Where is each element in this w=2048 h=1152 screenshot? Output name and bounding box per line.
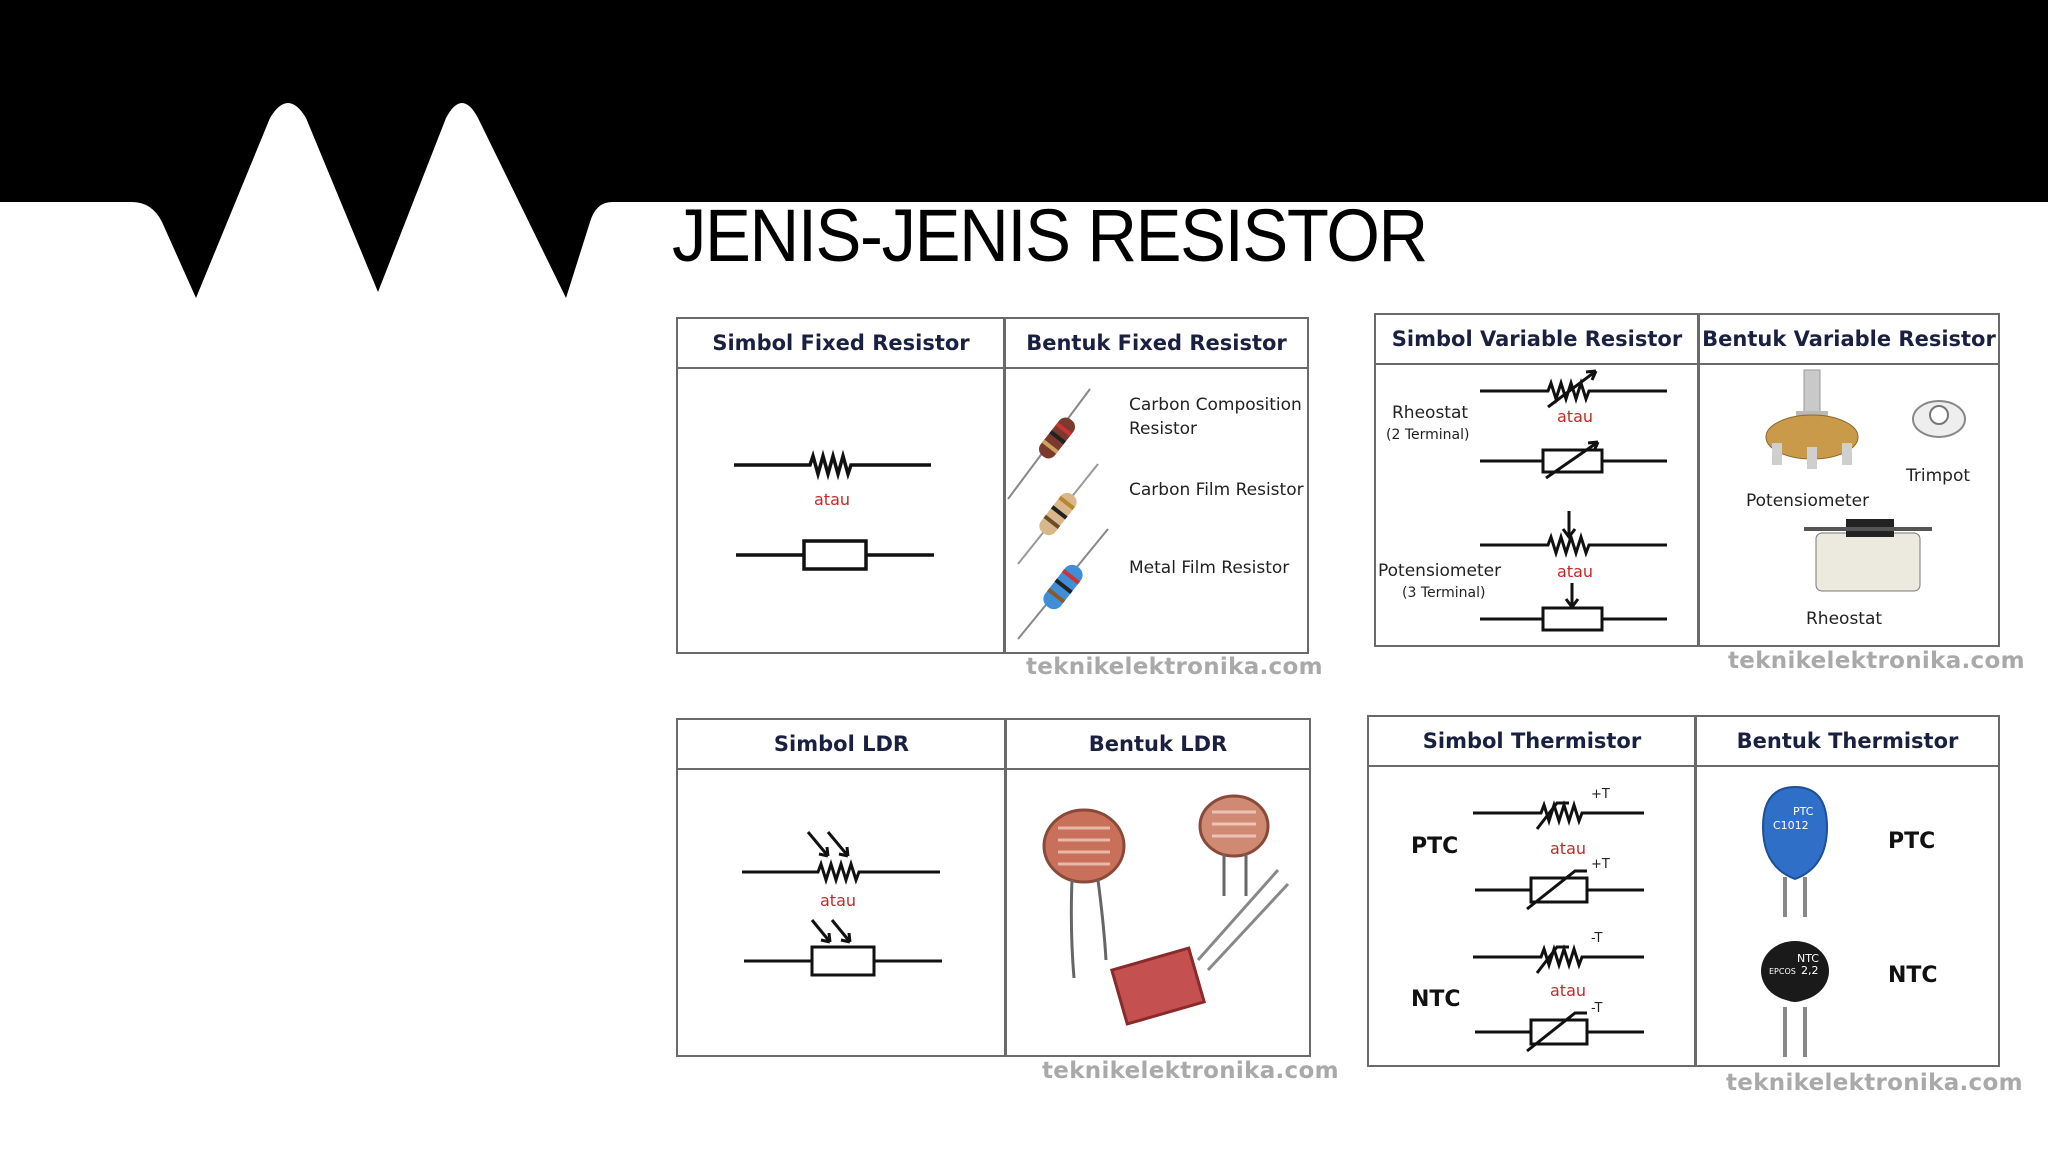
ldr-watermark: teknikelektronika.com xyxy=(1042,1058,1339,1084)
thermistor-symbol-header: Simbol Thermistor xyxy=(1369,717,1695,767)
ptc-symbol-label: PTC xyxy=(1411,834,1459,859)
black-band-peaks xyxy=(0,0,2048,298)
ldr-photo-1 xyxy=(1042,808,1126,979)
ntc-atau-label: atau xyxy=(1550,981,1587,1000)
variable-symbol-header: Simbol Variable Resistor xyxy=(1376,315,1698,365)
ldr-symbol-header: Simbol LDR xyxy=(678,720,1005,770)
ntc-cap-code: 2,2 xyxy=(1801,964,1819,977)
potensiometer-sub-label: (3 Terminal) xyxy=(1402,585,1486,601)
ptc-atau-label: atau xyxy=(1550,839,1587,858)
ntc-symbol-label: NTC xyxy=(1411,987,1461,1012)
variable-watermark: teknikelektronika.com xyxy=(1728,648,2025,674)
ldr-atau-label: atau xyxy=(820,891,857,910)
fixed-resistor-panel: Simbol Fixed Resistor Bentuk Fixed Resis… xyxy=(676,317,1309,654)
bentuk-potensiometer-label: Potensiometer xyxy=(1746,491,1870,511)
potensiometer-label: Potensiometer xyxy=(1378,561,1502,581)
ldr-shape-header: Bentuk LDR xyxy=(1005,720,1311,770)
carbon-composition-label: Carbon Composition xyxy=(1129,395,1302,415)
metal-film-resistor-image xyxy=(1017,528,1109,640)
rheostat-box-symbol xyxy=(1480,440,1667,480)
trimpot-image xyxy=(1912,400,1966,438)
ptc-zigzag-symbol xyxy=(1473,799,1644,830)
potensiometer-atau-label: atau xyxy=(1557,562,1594,581)
thermistor-panel: Simbol Thermistor Bentuk Thermistor xyxy=(1367,715,2000,1067)
fixed-atau-label: atau xyxy=(814,490,851,509)
fixed-zigzag-symbol xyxy=(734,449,931,481)
rheostat-atau-label: atau xyxy=(1557,407,1594,426)
slide-title: JENIS-JENIS RESISTOR xyxy=(672,194,1428,277)
ldr-box-symbol xyxy=(744,919,942,977)
panel-divider xyxy=(1004,720,1007,1055)
variable-shape-header: Bentuk Variable Resistor xyxy=(1698,315,2000,365)
ptc-plus-t-label-1: +T xyxy=(1591,787,1610,802)
ptc-cap-code: C1012 xyxy=(1773,819,1809,832)
fixed-drawing xyxy=(734,388,1109,640)
panel-divider xyxy=(1697,315,1700,645)
rheostat-image xyxy=(1804,519,1932,592)
carbon-film-label: Carbon Film Resistor xyxy=(1129,480,1304,500)
ntc-zigzag-symbol xyxy=(1473,943,1644,974)
fixed-box-symbol xyxy=(736,539,934,571)
ldr-photo-2 xyxy=(1198,794,1270,896)
rheostat-zigzag-symbol xyxy=(1480,369,1667,409)
variable-drawing xyxy=(1480,369,1966,632)
thermistor-watermark: teknikelektronika.com xyxy=(1726,1070,2023,1096)
potensiometer-image xyxy=(1765,369,1859,469)
ntc-cap-text: NTC xyxy=(1797,952,1819,965)
potensiometer-zigzag-symbol xyxy=(1480,511,1667,559)
variable-resistor-panel: Simbol Variable Resistor Bentuk Variable… xyxy=(1374,313,2000,647)
carbon-composition-resistor-image xyxy=(1007,388,1091,500)
ldr-photo-3 xyxy=(1109,869,1290,1026)
ldr-panel: Simbol LDR Bentuk LDR atau xyxy=(676,718,1311,1057)
ntc-thermistor-image xyxy=(1761,941,1829,1057)
ntc-minus-t-label-1: -T xyxy=(1591,931,1603,946)
ntc-shape-label: NTC xyxy=(1888,963,1938,988)
potensiometer-box-symbol xyxy=(1480,583,1667,632)
bentuk-trimpot-label: Trimpot xyxy=(1906,466,1971,486)
bentuk-rheostat-label: Rheostat xyxy=(1806,609,1883,629)
ptc-box-symbol xyxy=(1475,869,1644,911)
carbon-composition-label-line2: Resistor xyxy=(1129,419,1197,439)
ldr-zigzag-symbol xyxy=(742,831,940,886)
panel-divider xyxy=(1003,319,1006,652)
ptc-cap-text: PTC xyxy=(1793,805,1814,818)
ntc-minus-t-label-2: -T xyxy=(1591,1001,1603,1016)
panel-divider xyxy=(1694,717,1697,1065)
fixed-watermark: teknikelektronika.com xyxy=(1026,654,1323,680)
ptc-thermistor-image xyxy=(1761,785,1829,917)
rheostat-sub-label: (2 Terminal) xyxy=(1386,427,1470,443)
header-underline xyxy=(678,319,1307,369)
thermistor-shape-header: Bentuk Thermistor xyxy=(1695,717,2000,767)
ldr-drawing xyxy=(742,794,1290,1026)
metal-film-label: Metal Film Resistor xyxy=(1129,558,1290,578)
ptc-shape-label: PTC xyxy=(1888,829,1936,854)
ntc-cap-brand: EPCOS xyxy=(1769,967,1796,976)
carbon-film-resistor-image xyxy=(1017,463,1099,565)
thermistor-drawing xyxy=(1473,785,1829,1057)
rheostat-label: Rheostat xyxy=(1392,403,1469,423)
ptc-plus-t-label-2: +T xyxy=(1591,857,1610,872)
ntc-box-symbol xyxy=(1475,1011,1644,1053)
